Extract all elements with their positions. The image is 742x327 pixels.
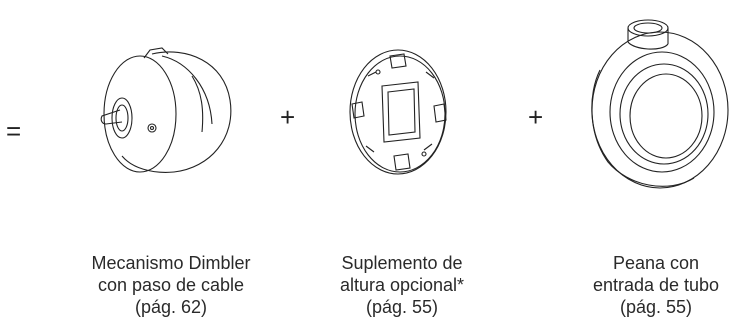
caption-line: con paso de cable [97, 275, 245, 295]
caption-line: Peana con [612, 253, 700, 273]
caption-line: (pág. 62) [134, 297, 208, 317]
caption-line: (pág. 55) [619, 297, 693, 317]
caption-line: (pág. 55) [365, 297, 439, 317]
caption-line: entrada de tubo [592, 275, 720, 295]
dimbler-mechanism-illustration [92, 36, 242, 186]
caption-line: Suplemento de [341, 253, 463, 273]
caption-tube-entry-base: Peana con entrada de tubo (pág. 55) [572, 252, 740, 318]
caption-line: Mecanismo Dimbler [91, 253, 251, 273]
equals-sign: = [6, 116, 22, 146]
caption-line: altura opcional* [339, 275, 465, 295]
caption-dimbler-mechanism: Mecanismo Dimbler con paso de cable (pág… [60, 252, 282, 318]
height-supplement-illustration [338, 42, 458, 182]
plus-sign-1: + [280, 102, 296, 132]
plus-sign-2: + [528, 102, 544, 132]
caption-height-supplement: Suplemento de altura opcional* (pág. 55) [312, 252, 492, 318]
tube-entry-base-illustration [578, 10, 738, 196]
